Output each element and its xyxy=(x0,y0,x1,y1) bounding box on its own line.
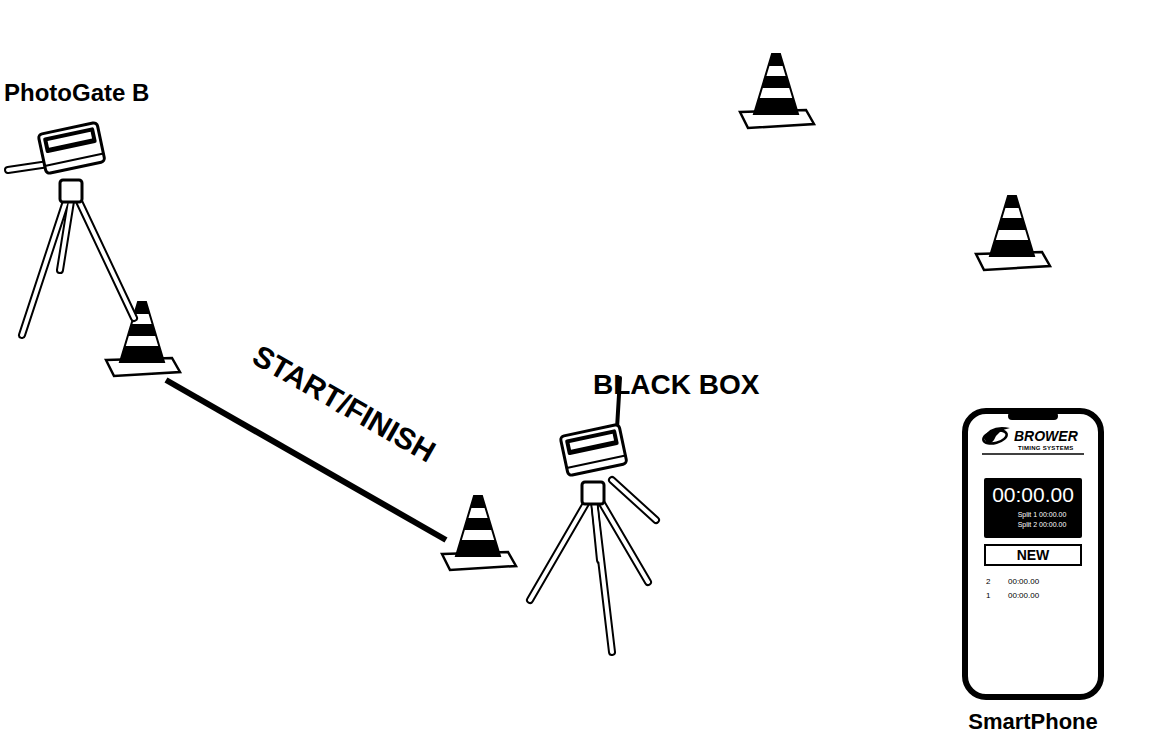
black-box-tripod xyxy=(530,378,656,652)
device-label: SmartPhone xyxy=(968,710,1098,734)
button-label: NEW xyxy=(1017,548,1050,563)
smartphone: BROWERTIMING SYSTEMSSmartPhone00:00.00Sp… xyxy=(962,408,1104,700)
new-button: NEW xyxy=(984,544,1082,566)
traffic-cones xyxy=(106,54,1050,570)
timer-display: 00:00.00 xyxy=(992,483,1074,506)
start-finish-line xyxy=(166,380,446,540)
part-name: BLACK BOX xyxy=(593,370,759,401)
split-time: Split 2 00:00.00 xyxy=(1018,521,1067,529)
list-index: 1 xyxy=(986,592,990,601)
part-name: PhotoGate B xyxy=(4,80,149,106)
split-time: Split 1 00:00.00 xyxy=(1018,511,1067,519)
list-index: 2 xyxy=(986,578,990,587)
line-label: START/FINISH xyxy=(247,338,441,468)
photogate-b-tripod xyxy=(8,122,134,335)
timer-screen: 00:00.00Split 1 00:00.00Split 2 00:00.00 xyxy=(984,478,1082,538)
list-time: 00:00.00 xyxy=(1008,592,1039,601)
brand-tagline: TIMING SYSTEMS xyxy=(1018,445,1074,452)
list-time: 00:00.00 xyxy=(1008,578,1039,587)
brand-logo-text: BROWER xyxy=(1014,429,1078,444)
